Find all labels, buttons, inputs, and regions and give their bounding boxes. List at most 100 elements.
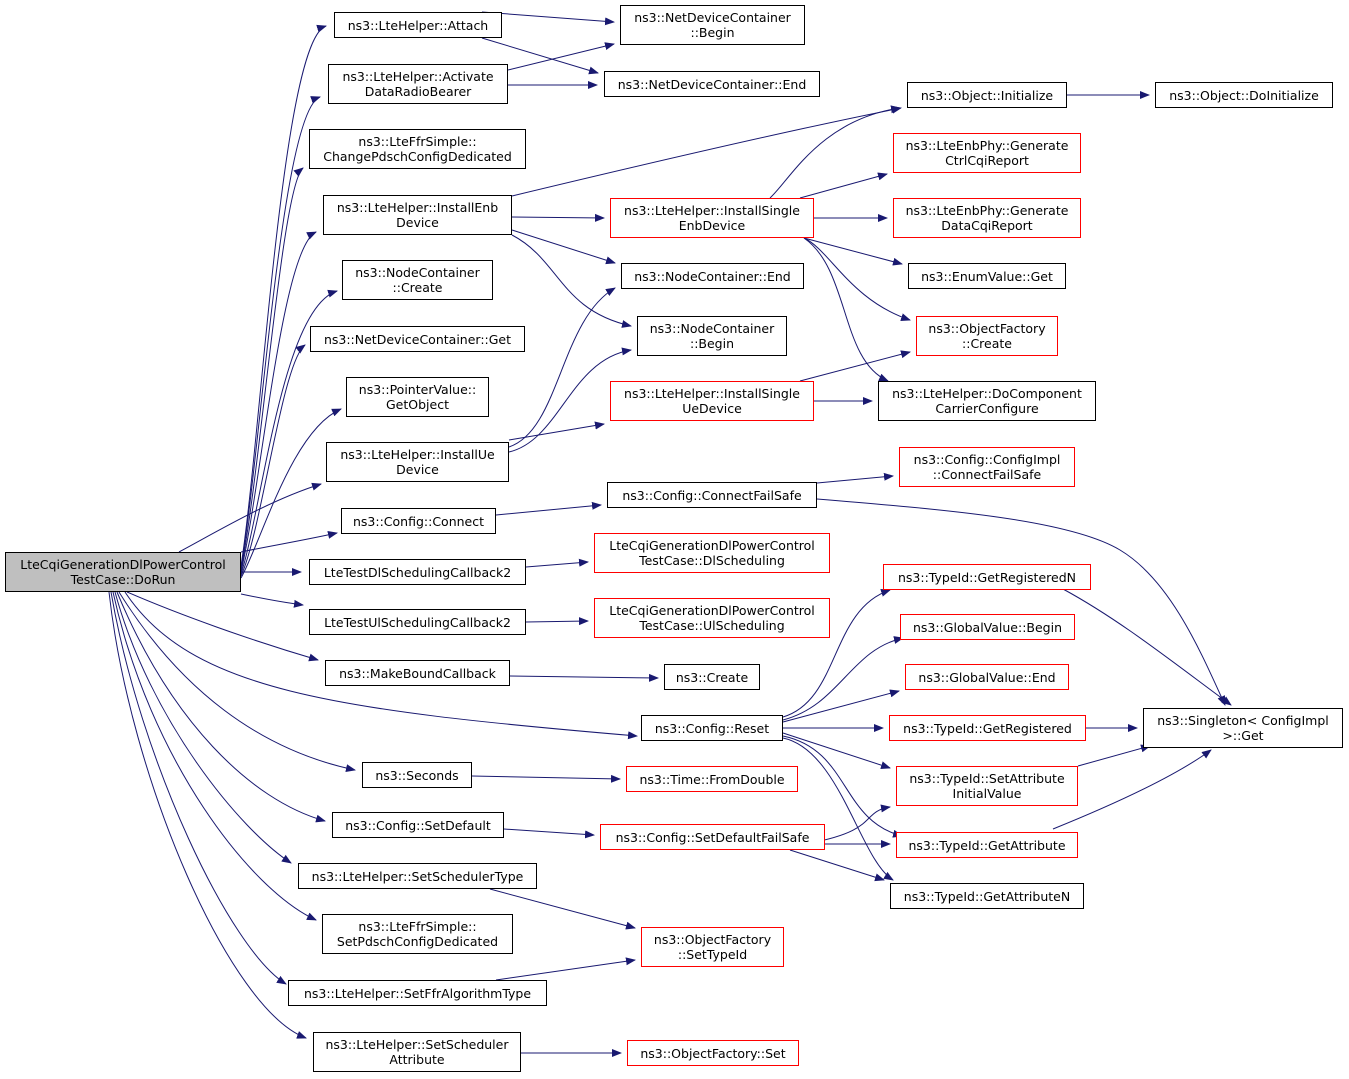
node-setpdsch[interactable]: ns3::LteFfrSimple::SetPdschConfigDedicat… bbox=[322, 914, 513, 954]
node-label-line: UeDevice bbox=[682, 401, 742, 416]
node-label-line: Device bbox=[396, 215, 439, 230]
call-edge bbox=[782, 732, 891, 770]
node-label-line: ::Begin bbox=[689, 336, 735, 351]
node-ofset[interactable]: ns3::ObjectFactory::Set bbox=[627, 1040, 799, 1066]
node-cfgimplcfs[interactable]: ns3::Config::ConfigImpl::ConnectFailSafe bbox=[899, 447, 1075, 487]
call-edge bbox=[511, 213, 605, 222]
call-edge bbox=[240, 167, 304, 571]
call-edge bbox=[507, 42, 615, 71]
node-label-line: TestCase::DlScheduling bbox=[639, 553, 785, 568]
node-label-line: ::ConnectFailSafe bbox=[932, 467, 1042, 482]
node-objinit[interactable]: ns3::Object::Initialize bbox=[907, 82, 1067, 108]
call-edge bbox=[508, 421, 605, 441]
node-label-line: InitialValue bbox=[952, 786, 1022, 801]
call-edge bbox=[118, 591, 356, 773]
call-edge bbox=[816, 472, 894, 484]
node-label-line: ns3::LteFfrSimple:: bbox=[358, 134, 477, 149]
node-singleton[interactable]: ns3::Singleton< ConfigImpl >::Get bbox=[1143, 708, 1343, 748]
node-label-line: ns3::NodeContainer::End bbox=[634, 268, 791, 284]
node-gvend[interactable]: ns3::GlobalValue::End bbox=[905, 664, 1069, 690]
node-label-line: ns3::EnumValue::Get bbox=[921, 268, 1053, 284]
call-edge bbox=[240, 530, 338, 553]
call-edge bbox=[112, 591, 317, 921]
call-edge bbox=[126, 591, 319, 662]
node-cfgconnect[interactable]: ns3::Config::Connect bbox=[341, 508, 496, 534]
node-chgpdsch[interactable]: ns3::LteFfrSimple::ChangePdschConfigDedi… bbox=[309, 129, 526, 169]
call-edge bbox=[809, 804, 891, 844]
node-dlcb2[interactable]: LteTestDlSchedulingCallback2 bbox=[309, 559, 526, 585]
node-label-line: LteCqiGenerationDlPowerControl bbox=[609, 538, 815, 553]
node-setdeffs[interactable]: ns3::Config::SetDefaultFailSafe bbox=[600, 824, 825, 850]
node-label-line: ns3::PointerValue:: bbox=[358, 382, 477, 397]
node-cfgreset[interactable]: ns3::Config::Reset bbox=[641, 715, 783, 741]
call-edge bbox=[803, 237, 889, 382]
node-label-line: ns3::TypeId::GetAttribute bbox=[908, 837, 1066, 853]
call-edge bbox=[489, 888, 636, 930]
node-fromdouble[interactable]: ns3::Time::FromDouble bbox=[626, 766, 798, 792]
node-label-line: ns3::NodeContainer bbox=[649, 321, 775, 336]
node-label-line: ns3::TypeId::GetAttributeN bbox=[903, 888, 1071, 904]
call-edge bbox=[240, 593, 304, 608]
node-objdoinit[interactable]: ns3::Object::DoInitialize bbox=[1155, 82, 1333, 108]
node-label-line: ns3::LteHelper::InstallUe bbox=[340, 447, 495, 462]
node-label-line: CarrierConfigure bbox=[935, 401, 1039, 416]
node-ofcreate[interactable]: ns3::ObjectFactory::Create bbox=[916, 316, 1058, 356]
call-edge bbox=[114, 591, 292, 864]
node-create[interactable]: ns3::Create bbox=[664, 664, 760, 690]
node-setffr[interactable]: ns3::LteHelper::SetFfrAlgorithmType bbox=[288, 980, 547, 1006]
node-mkbound[interactable]: ns3::MakeBoundCallback bbox=[325, 660, 510, 686]
call-edge bbox=[508, 347, 632, 453]
node-ndcend[interactable]: ns3::NetDeviceContainer::End bbox=[604, 71, 820, 97]
call-edge bbox=[110, 591, 287, 985]
node-connfs[interactable]: ns3::Config::ConnectFailSafe bbox=[607, 482, 817, 508]
call-edge bbox=[178, 482, 322, 553]
node-ulcb2[interactable]: LteTestUlSchedulingCallback2 bbox=[309, 609, 526, 635]
node-label-line: DataCqiReport bbox=[941, 218, 1033, 233]
node-ndcget[interactable]: ns3::NetDeviceContainer::Get bbox=[310, 326, 525, 352]
call-edge bbox=[511, 229, 616, 265]
node-pvget[interactable]: ns3::PointerValue::GetObject bbox=[346, 377, 489, 417]
node-ndcbegin[interactable]: ns3::NetDeviceContainer::Begin bbox=[620, 5, 805, 45]
node-attach[interactable]: ns3::LteHelper::Attach bbox=[334, 12, 502, 38]
node-getreg[interactable]: ns3::TypeId::GetRegistered bbox=[889, 715, 1086, 741]
node-label-line: ::Begin bbox=[690, 25, 735, 40]
node-ncend[interactable]: ns3::NodeContainer::End bbox=[621, 263, 804, 289]
node-getregn[interactable]: ns3::TypeId::GetRegisteredN bbox=[883, 564, 1091, 590]
node-label-line: ns3::NetDeviceContainer::Get bbox=[323, 331, 512, 347]
node-ncbegin[interactable]: ns3::NodeContainer::Begin bbox=[637, 316, 787, 356]
node-getattrn[interactable]: ns3::TypeId::GetAttributeN bbox=[890, 883, 1084, 909]
node-label-line: ns3::Config::ConfigImpl bbox=[913, 452, 1061, 467]
node-gvbegin[interactable]: ns3::GlobalValue::Begin bbox=[900, 614, 1075, 640]
node-seconds[interactable]: ns3::Seconds bbox=[362, 762, 472, 788]
call-edge bbox=[503, 828, 595, 839]
call-edge bbox=[240, 231, 317, 573]
node-label-line: ns3::Singleton< ConfigImpl bbox=[1157, 713, 1329, 728]
call-edge bbox=[481, 37, 599, 75]
call-edge bbox=[240, 408, 342, 579]
node-label-line: ns3::LteHelper::SetScheduler bbox=[325, 1037, 509, 1052]
node-label-line: ns3::Time::FromDouble bbox=[639, 771, 785, 787]
call-edge bbox=[799, 172, 888, 199]
node-enumget[interactable]: ns3::EnumValue::Get bbox=[908, 263, 1066, 289]
node-label-line: LteCqiGenerationDlPowerControl bbox=[20, 557, 226, 572]
node-label-line: TestCase::UlScheduling bbox=[639, 618, 785, 633]
node-label-line: ChangePdschConfigDedicated bbox=[323, 149, 512, 164]
node-nccreate[interactable]: ns3::NodeContainer::Create bbox=[342, 260, 493, 300]
node-setschedtype[interactable]: ns3::LteHelper::SetSchedulerType bbox=[298, 863, 537, 889]
node-label-line: ns3::LteHelper::Activate bbox=[342, 69, 494, 84]
node-getattr[interactable]: ns3::TypeId::GetAttribute bbox=[896, 832, 1078, 858]
node-ofsettid[interactable]: ns3::ObjectFactory::SetTypeId bbox=[641, 927, 784, 967]
node-cfgsetdef[interactable]: ns3::Config::SetDefault bbox=[332, 812, 504, 838]
